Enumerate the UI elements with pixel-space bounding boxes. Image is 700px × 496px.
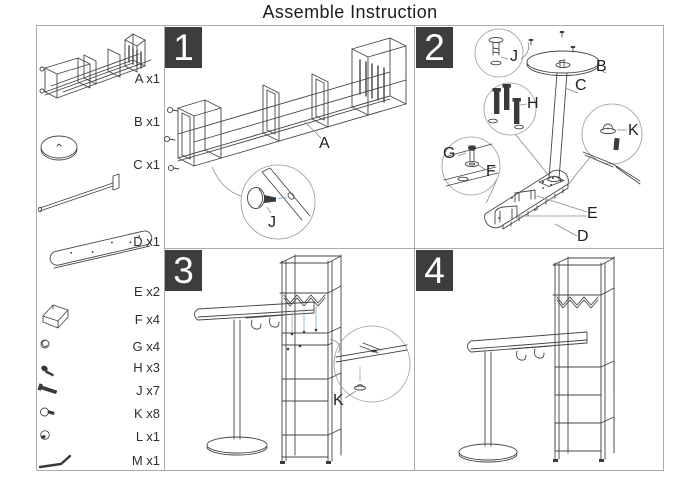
callout-j: J bbox=[510, 48, 518, 65]
step-4-number: 4 bbox=[416, 250, 453, 291]
pole-icon bbox=[37, 173, 120, 213]
callout-k: K bbox=[333, 392, 344, 409]
callout-j: J bbox=[268, 214, 276, 231]
step-4-panel: 4 bbox=[414, 248, 664, 470]
page-title: Assemble Instruction bbox=[262, 2, 438, 22]
step-3-number: 3 bbox=[165, 250, 202, 291]
part-label-e: E x2 bbox=[133, 284, 160, 299]
part-label-l: L x1 bbox=[135, 429, 160, 444]
knob-screw-icon bbox=[40, 407, 55, 417]
step-1-panel: 1 A J bbox=[164, 26, 414, 248]
callout-a: A bbox=[319, 135, 330, 152]
part-label-g: G x4 bbox=[132, 339, 160, 354]
step-1-number: 1 bbox=[165, 27, 202, 68]
callout-e: E bbox=[587, 205, 598, 222]
corner-bracket-icon bbox=[42, 304, 69, 329]
allen-key-icon bbox=[38, 454, 72, 469]
round-plate-icon bbox=[40, 135, 78, 161]
cap-nut-icon bbox=[40, 430, 50, 440]
step-2-number: 2 bbox=[416, 27, 453, 68]
callout-c: C bbox=[575, 77, 587, 94]
parts-icons-drawing bbox=[37, 33, 153, 469]
step-3-panel: 3 K bbox=[164, 248, 414, 470]
callout-b: B bbox=[596, 58, 607, 75]
callout-h: H bbox=[527, 95, 539, 112]
parts-list: A x1 B x1 C x1 D x1 E x2 F x4 G x4 H x3 … bbox=[37, 26, 165, 470]
step-2-panel: 2 J B C H K G F E D bbox=[414, 26, 664, 248]
tabletop-board-icon bbox=[49, 230, 153, 269]
callout-k: K bbox=[628, 122, 639, 139]
part-label-f: F x4 bbox=[134, 312, 160, 327]
callout-f: F bbox=[486, 163, 496, 180]
part-label-c: C x1 bbox=[133, 157, 160, 172]
part-label-j: J x7 bbox=[136, 383, 160, 398]
step-1-drawing bbox=[164, 37, 407, 240]
part-label-m: M x1 bbox=[131, 453, 160, 468]
step-4-drawing bbox=[458, 256, 615, 463]
step-3-drawing bbox=[194, 254, 411, 464]
callout-d: D bbox=[577, 228, 589, 245]
plate-screws bbox=[528, 30, 576, 53]
shelf-frame-icon bbox=[39, 33, 152, 99]
washer-icon bbox=[40, 339, 50, 349]
part-label-a: A x1 bbox=[134, 71, 160, 86]
long-bolt-icon bbox=[37, 383, 58, 395]
part-label-b: B x1 bbox=[133, 114, 160, 129]
callout-g: G bbox=[443, 145, 456, 162]
part-label-k: K x8 bbox=[133, 406, 160, 421]
part-label-h: H x3 bbox=[133, 360, 160, 375]
diagram-frame: A x1 B x1 C x1 D x1 E x2 F x4 G x4 H x3 … bbox=[36, 25, 664, 471]
step-2-drawing bbox=[441, 28, 643, 237]
short-screw-icon bbox=[41, 365, 54, 377]
part-label-d: D x1 bbox=[133, 234, 160, 249]
